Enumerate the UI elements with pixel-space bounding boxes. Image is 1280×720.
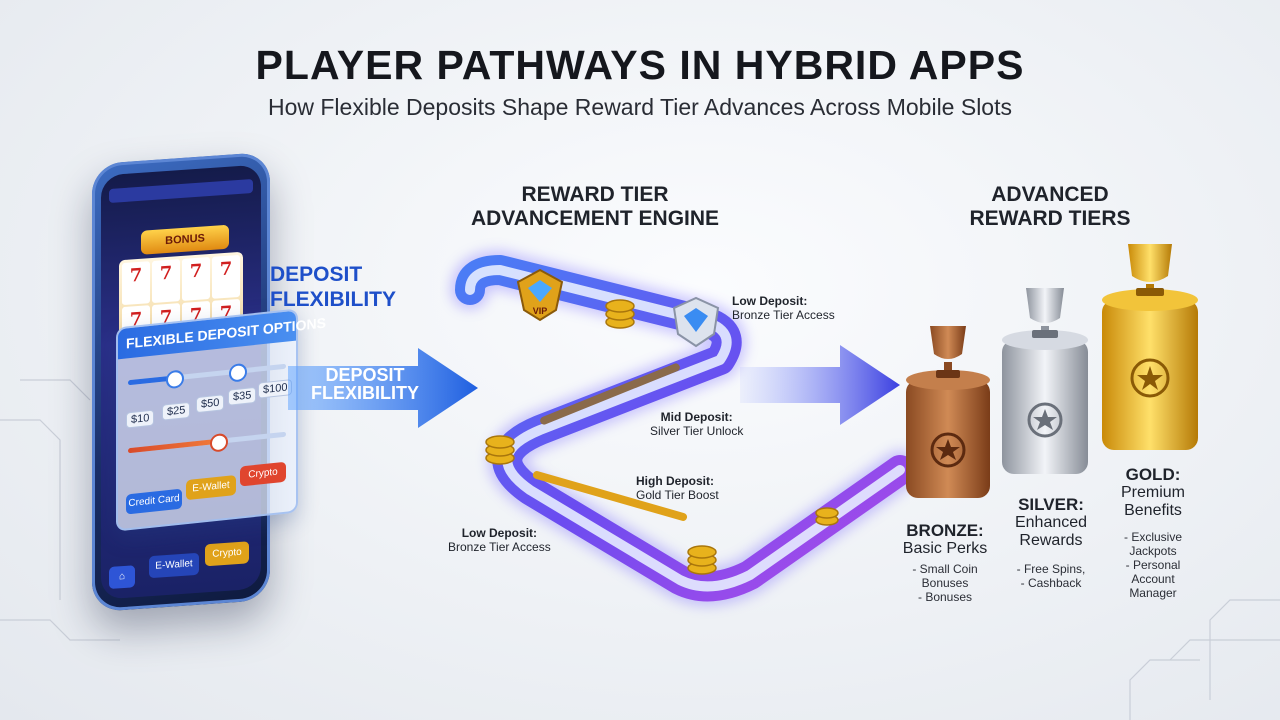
tier-name: BRONZE: — [906, 521, 984, 540]
deposit-flexibility-line: DEPOSIT — [270, 263, 363, 286]
vip-badge-text: VIP — [533, 306, 548, 316]
bronze-perks: - Small Coin Bonuses - Bonuses — [890, 562, 1000, 604]
tiers-title-line: ADVANCED — [991, 183, 1109, 206]
flexible-deposit-panel: FLEXIBLE DEPOSIT OPTIONS $10 $25 $50 $35… — [116, 308, 326, 532]
tier-name: GOLD: — [1125, 465, 1181, 484]
credit-card-button[interactable]: Credit Card — [126, 488, 182, 515]
ewallet-option-button[interactable]: E-Wallet — [186, 474, 236, 501]
reel-symbol: 7 — [212, 254, 240, 299]
stage-label-1: Low Deposit: Bronze Tier Access — [732, 294, 835, 322]
tier-flow-arrow — [740, 345, 900, 425]
perk-item: - Cashback — [1020, 576, 1082, 590]
deposit-flexibility-line: FLEXIBILITY — [270, 288, 396, 311]
tiers-title: ADVANCED REWARD TIERS — [930, 183, 1170, 231]
amount-slider[interactable] — [128, 431, 286, 454]
stage-result: Silver Tier Unlock — [650, 424, 744, 438]
crypto-option-button[interactable]: Crypto — [240, 461, 286, 487]
amount-chip[interactable]: $50 — [196, 394, 225, 414]
crypto-button[interactable]: Crypto — [205, 541, 249, 567]
arrow-label-line: DEPOSIT — [325, 365, 405, 385]
stage-level: Low Deposit: — [732, 294, 808, 308]
bronze-trophy-icon — [930, 326, 966, 378]
perk-item: - Small Coin — [912, 562, 978, 576]
tier-podiums — [906, 244, 1198, 498]
perk-item: - Bonuses — [917, 590, 973, 604]
tier-desc: Enhanced — [1014, 514, 1088, 531]
silver-trophy-icon — [1026, 288, 1064, 338]
bronze-pedestal — [906, 370, 990, 498]
amount-chip[interactable]: $25 — [162, 401, 191, 421]
tier-desc: Benefits — [1124, 502, 1182, 519]
deposit-flexibility-label: DEPOSIT FLEXIBILITY — [270, 262, 396, 312]
silver-tier-title: SILVER: Enhanced Rewards — [996, 496, 1106, 550]
engine-title: REWARD TIER ADVANCEMENT ENGINE — [450, 183, 740, 231]
stage-result: Bronze Tier Access — [732, 308, 835, 322]
amount-chip[interactable]: $10 — [126, 409, 155, 429]
stage-label-2: Mid Deposit: Silver Tier Unlock — [650, 410, 743, 438]
slot-banner: BONUS — [141, 224, 229, 255]
perk-item: - Personal — [1125, 558, 1181, 572]
perk-item: Jackpots — [1129, 544, 1177, 558]
reel-symbol: 7 — [122, 261, 150, 306]
amount-chip[interactable]: $35 — [228, 386, 257, 406]
perk-item: Bonuses — [921, 576, 969, 590]
perk-item: Manager — [1129, 586, 1177, 600]
gold-trophy-icon — [1128, 244, 1172, 296]
reel-symbol: 7 — [182, 256, 210, 301]
gold-pedestal — [1102, 289, 1198, 450]
perk-item: Account — [1131, 572, 1175, 586]
vip-diamond-icon: VIP — [516, 268, 564, 322]
gold-perks: - Exclusive Jackpots - Personal Account … — [1098, 530, 1208, 600]
engine-title-line: ADVANCEMENT ENGINE — [470, 207, 720, 230]
stage-level: Low Deposit: — [461, 526, 538, 540]
app-top-bar — [109, 178, 253, 204]
page-title: PLAYER PATHWAYS IN HYBRID APPS — [255, 42, 1025, 88]
silver-pedestal — [1002, 330, 1088, 474]
tier-desc: Premium — [1120, 484, 1185, 501]
tiers-title-line: REWARD TIERS — [969, 207, 1131, 230]
deposit-flow-arrow — [288, 348, 478, 428]
ewallet-button[interactable]: E-Wallet — [149, 552, 199, 579]
perk-item: - Exclusive — [1123, 530, 1182, 544]
tier-name: SILVER: — [1018, 495, 1084, 514]
stage-label-3: High Deposit: Gold Tier Boost — [636, 474, 719, 502]
bronze-tier-title: BRONZE: Basic Perks — [890, 522, 1000, 558]
stage-level: High Deposit: — [636, 474, 714, 488]
reel-symbol: 7 — [152, 259, 180, 304]
perk-item: - Free Spins, — [1016, 562, 1086, 576]
stage-label-4: Low Deposit: Bronze Tier Access — [448, 526, 551, 554]
gold-tier-title: GOLD: Premium Benefits — [1098, 466, 1208, 520]
coin-stack-icon — [485, 299, 839, 575]
stage-result: Gold Tier Boost — [636, 488, 719, 502]
home-button[interactable]: ⌂ — [109, 565, 135, 590]
stage-result: Bronze Tier Access — [448, 540, 551, 554]
tier-desc: Basic Perks — [902, 540, 988, 557]
engine-title-line: REWARD TIER — [521, 183, 669, 206]
stage-level: Mid Deposit: — [660, 410, 733, 424]
diamond-shield-icon — [672, 296, 720, 348]
reward-pathway-track: VIP — [450, 250, 910, 607]
arrow-label-line: FLEXIBILITY — [311, 383, 419, 403]
page-subtitle: How Flexible Deposits Shape Reward Tier … — [267, 94, 1012, 120]
arrow-label: DEPOSIT FLEXIBILITY — [300, 366, 430, 402]
tier-desc: Rewards — [1019, 532, 1083, 549]
silver-perks: - Free Spins, - Cashback — [996, 562, 1106, 590]
